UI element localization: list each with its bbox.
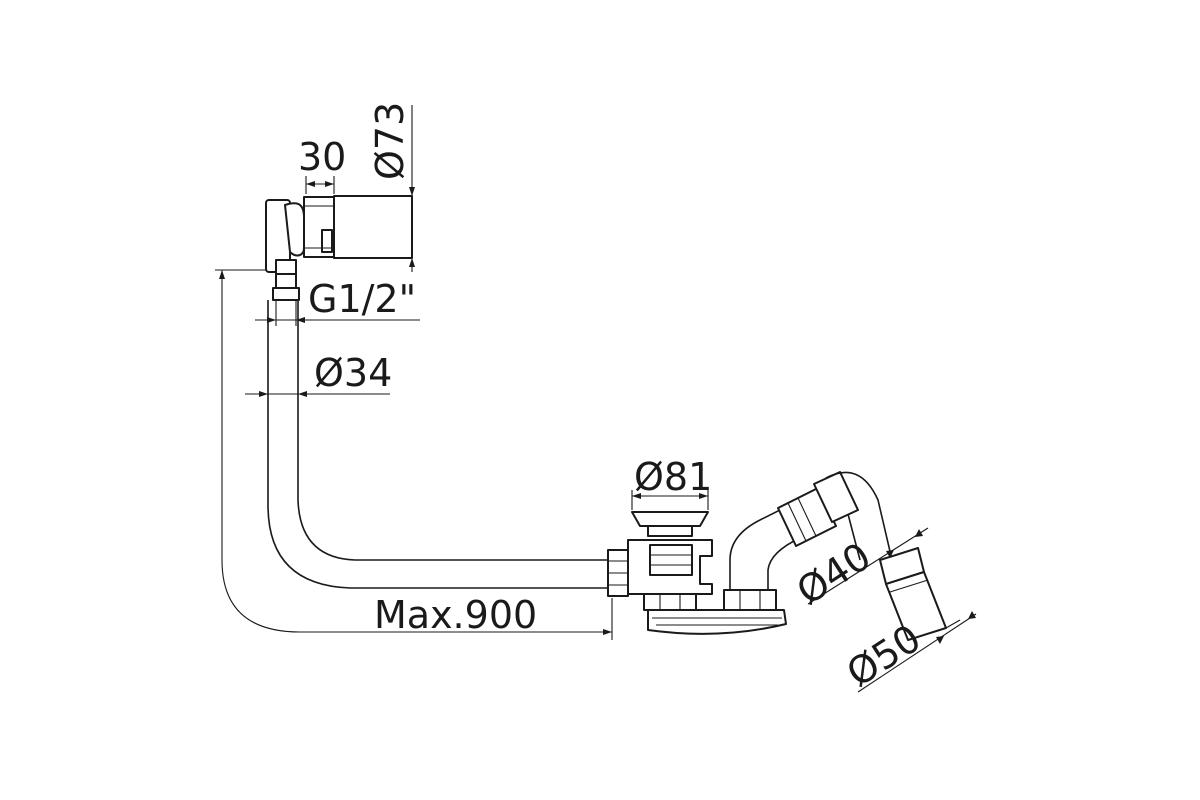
dim-81-label: Ø81 [634, 455, 712, 499]
dim-overflow-diameter: Ø73 [368, 102, 415, 272]
dim-thread-label: G1/2" [308, 277, 416, 321]
dim-waste-diameter: Ø81 [631, 455, 712, 510]
dim-max-length: Max.900 [215, 269, 613, 640]
dim-30-label: 30 [298, 135, 346, 179]
dim-outlet-large: Ø50 [839, 611, 977, 696]
overflow-tube [267, 300, 610, 589]
dim-73-label: Ø73 [368, 102, 412, 180]
dim-40-label: Ø40 [789, 534, 879, 614]
waste-assembly [607, 511, 787, 635]
dim-900-label: Max.900 [374, 593, 537, 637]
overflow-head [265, 195, 413, 273]
dim-tube-diameter: Ø34 [245, 351, 392, 397]
overflow-connector [272, 259, 300, 301]
dim-overflow-length: 30 [298, 135, 346, 194]
dim-34-label: Ø34 [314, 351, 392, 395]
dim-thread: G1/2" [255, 277, 420, 326]
outlet-elbow [729, 471, 893, 590]
